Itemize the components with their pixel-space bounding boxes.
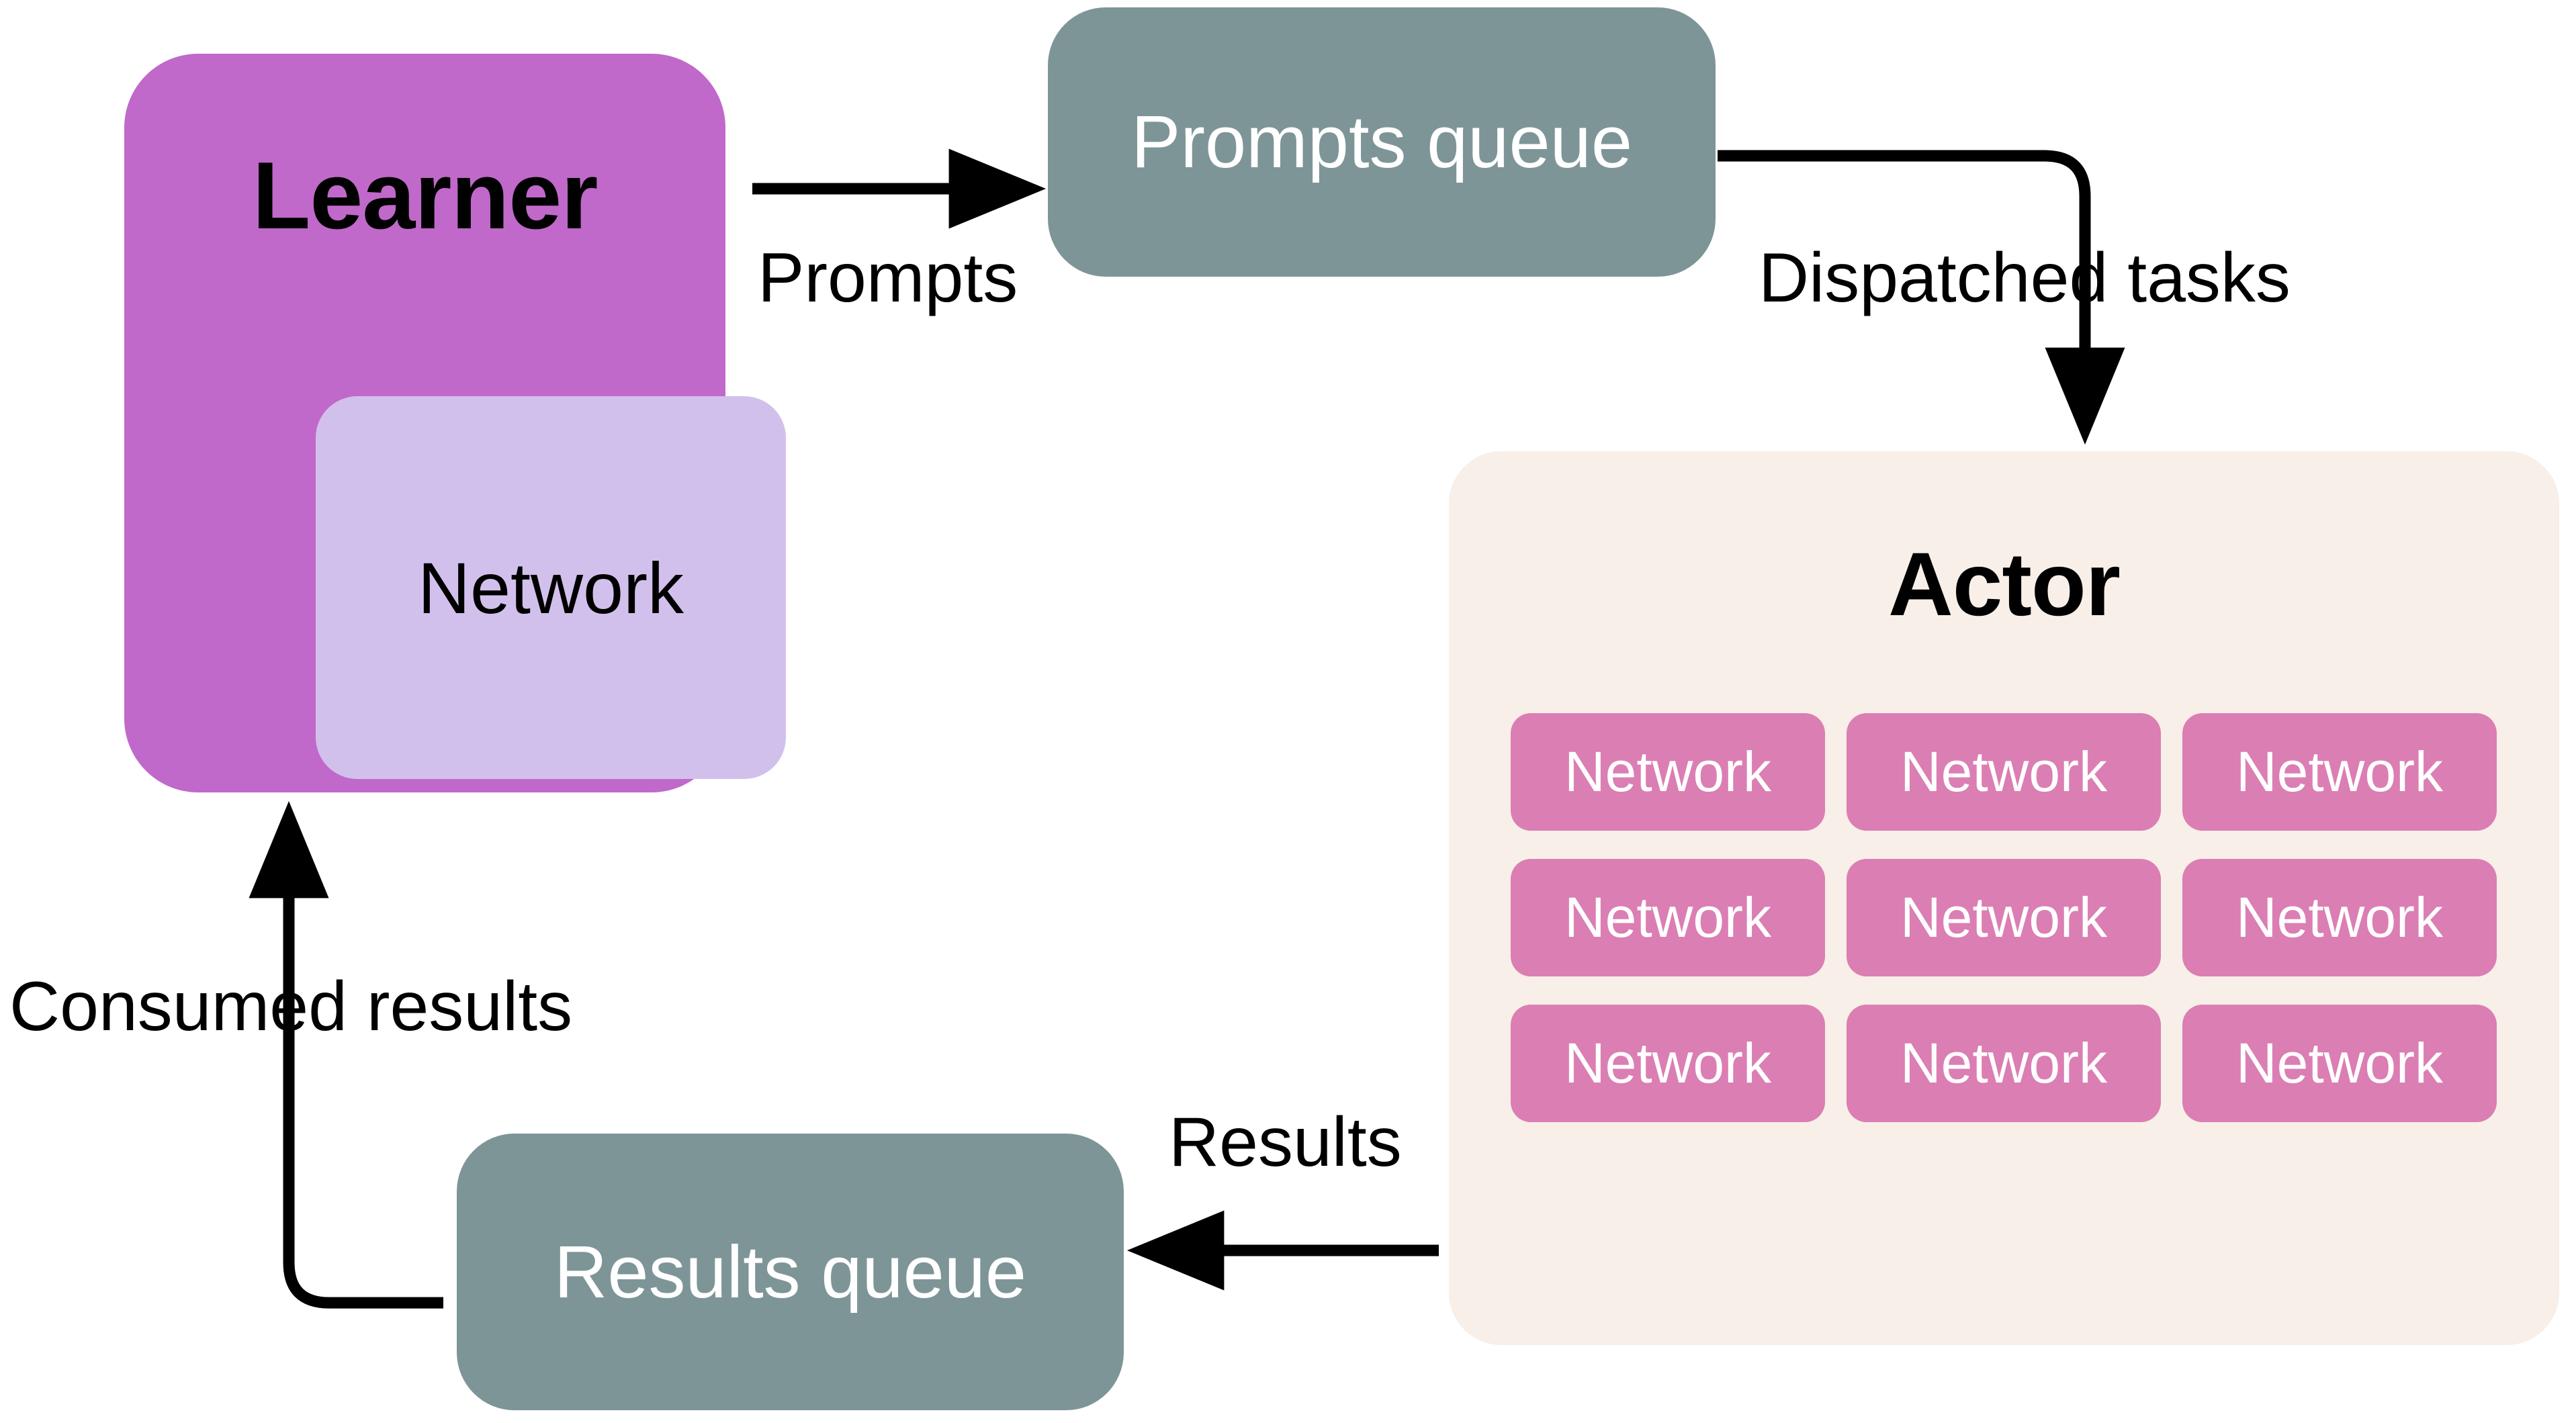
actor-title: Actor <box>1888 535 2121 635</box>
actor-network-box[interactable]: Network <box>1847 1005 2161 1122</box>
learner-network-box[interactable]: Network <box>316 396 786 779</box>
actor-network-label: Network <box>2235 740 2444 803</box>
actor-network-box[interactable]: Network <box>1847 859 2161 976</box>
results-queue-label: Results queue <box>553 1230 1027 1314</box>
actor-network-label: Network <box>1900 1031 2108 1095</box>
actor-network-box[interactable]: Network <box>2182 859 2497 976</box>
actor-network-box[interactable]: Network <box>1511 713 1825 831</box>
dispatched-tasks-edge-label: Dispatched tasks <box>1759 239 2291 317</box>
actor-network-box[interactable]: Network <box>1511 1005 1825 1122</box>
prompts-queue-node[interactable]: Prompts queue <box>1048 7 1716 277</box>
actor-network-box[interactable]: Network <box>2182 713 2497 831</box>
prompts-edge-label: Prompts <box>758 239 1018 317</box>
learner-title: Learner <box>252 142 598 249</box>
actor-network-grid: Network Network Network Network Network … <box>1511 713 2497 1122</box>
actor-network-label: Network <box>1564 740 1772 803</box>
actor-network-box[interactable]: Network <box>2182 1005 2497 1122</box>
learner-network-label: Network <box>417 547 684 629</box>
results-edge-label: Results <box>1169 1103 1402 1181</box>
learner-node[interactable]: Learner Network <box>124 54 786 792</box>
actor-node[interactable]: Actor Network Network Network Network Ne… <box>1449 451 2559 1345</box>
actor-network-box[interactable]: Network <box>1847 713 2161 831</box>
actor-network-label: Network <box>1900 740 2108 803</box>
prompts-queue-label: Prompts queue <box>1131 101 1632 183</box>
consumed-results-arrow <box>249 800 443 1309</box>
actor-network-label: Network <box>2235 1031 2444 1095</box>
actor-network-label: Network <box>1564 1031 1772 1095</box>
actor-network-label: Network <box>1564 886 1772 949</box>
actor-network-label: Network <box>1900 886 2108 949</box>
results-queue-node[interactable]: Results queue <box>457 1134 1124 1410</box>
actor-network-label: Network <box>2235 886 2444 949</box>
consumed-results-edge-label: Consumed results <box>9 968 573 1046</box>
actor-network-box[interactable]: Network <box>1511 859 1825 976</box>
